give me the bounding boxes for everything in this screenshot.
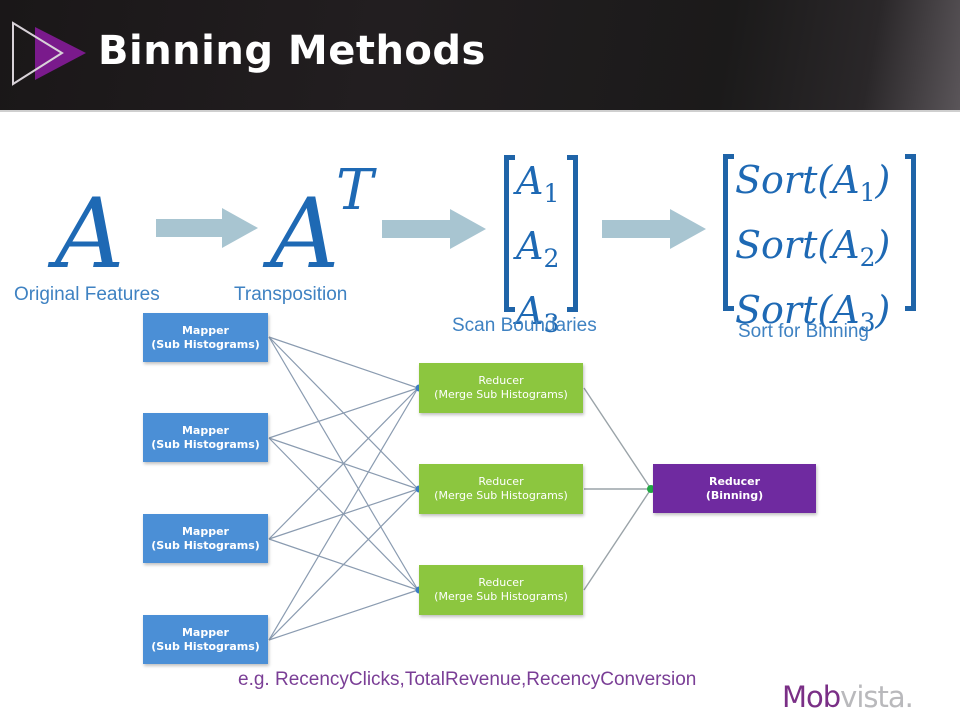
mapper-reducer-edge <box>268 387 419 641</box>
mobvista-logo: Mobvista. <box>782 680 914 714</box>
reducer-node: Reducer (Merge Sub Histograms) <box>419 565 583 615</box>
play-triangles-icon <box>12 21 86 86</box>
binning-reducer-subtitle: (Binning) <box>705 488 764 502</box>
binning-reducer-node: Reducer (Binning) <box>653 464 816 513</box>
mapper-reducer-edge <box>268 387 419 540</box>
mapper-reducer-edge <box>268 387 419 439</box>
mapper-node: Mapper (Sub Histograms) <box>143 313 268 362</box>
reducer-subtitle: (Merge Sub Histograms) <box>434 590 568 603</box>
arrow-right-icon <box>382 209 486 249</box>
mapper-node: Mapper (Sub Histograms) <box>143 413 268 462</box>
matrix-row: Sort(A3) <box>735 288 891 337</box>
reducer-title: Reducer <box>478 374 524 387</box>
mapper-node: Mapper (Sub Histograms) <box>143 615 268 664</box>
mapper-subtitle: (Sub Histograms) <box>151 337 260 351</box>
mapper-subtitle: (Sub Histograms) <box>151 639 260 653</box>
mapper-reducer-edge <box>268 589 419 641</box>
reducer-title: Reducer <box>478 576 524 589</box>
reducer-title: Reducer <box>478 475 524 488</box>
slide-title: Binning Methods <box>98 28 486 74</box>
matrix-row: A1 <box>516 159 560 208</box>
reducer-binning-edge <box>583 488 652 591</box>
sort-matrix: Sort(A1) Sort(A2) Sort(A3) <box>723 154 916 337</box>
reducer-subtitle: (Merge Sub Histograms) <box>434 489 568 502</box>
mapper-subtitle: (Sub Histograms) <box>151 437 260 451</box>
reducer-node: Reducer (Merge Sub Histograms) <box>419 464 583 514</box>
example-features: e.g. RecencyClicks,TotalRevenue,RecencyC… <box>238 669 697 690</box>
reducer-subtitle: (Merge Sub Histograms) <box>434 388 568 401</box>
label-original-features: Original Features <box>14 284 160 305</box>
matrix-row: Sort(A1) <box>735 158 891 207</box>
logo-primary: Mob <box>782 680 841 714</box>
reducer-binning-edge <box>583 387 652 490</box>
arrow-right-icon <box>156 208 258 248</box>
mapper-title: Mapper <box>181 625 229 639</box>
binning-reducer-title: Reducer <box>708 474 761 488</box>
matrix-a: A <box>55 178 125 290</box>
arrow-right-icon <box>602 209 706 249</box>
mapper-subtitle: (Sub Histograms) <box>151 538 260 552</box>
mapper-reducer-edge <box>268 336 419 389</box>
label-sort-for-binning: Sort for Binning <box>738 321 869 342</box>
mapper-title: Mapper <box>181 323 229 337</box>
logo-secondary: vista. <box>840 680 914 714</box>
scan-boundaries-matrix: A1 A2 A3 <box>504 155 578 338</box>
mapper-reducer-edge <box>268 488 419 641</box>
mapper-title: Mapper <box>181 524 229 538</box>
matrix-a-transpose: A <box>270 178 340 290</box>
matrix-row: A3 <box>516 289 560 338</box>
mapper-node: Mapper (Sub Histograms) <box>143 514 268 563</box>
slide-header: Binning Methods <box>0 0 960 112</box>
mapper-title: Mapper <box>181 423 229 437</box>
label-transposition: Transposition <box>234 284 348 305</box>
matrix-row: A2 <box>516 224 560 273</box>
matrix-row: Sort(A2) <box>735 223 891 272</box>
transpose-superscript: T <box>336 158 374 223</box>
label-scan-boundaries: Scan Boundaries <box>452 315 597 336</box>
reducer-node: Reducer (Merge Sub Histograms) <box>419 363 583 413</box>
